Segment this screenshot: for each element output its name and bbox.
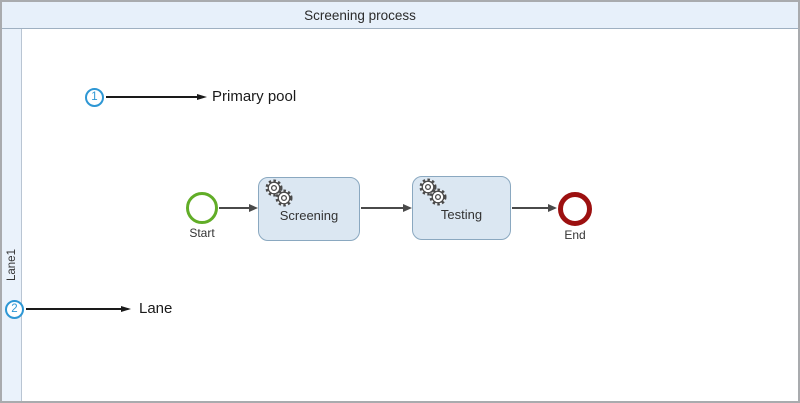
end-event[interactable] (558, 192, 592, 226)
task-screening-label: Screening (279, 208, 339, 223)
callout-2-arrow (26, 308, 122, 310)
service-task-gears-icon (419, 178, 447, 206)
callout-2-label: Lane (139, 300, 173, 317)
pool-header[interactable]: Screening process (2, 2, 798, 29)
callout-1-arrow (106, 96, 198, 98)
task-testing[interactable]: Testing (412, 176, 511, 240)
sequence-flow-1[interactable] (219, 207, 250, 209)
lane-label: Lane1 (6, 249, 18, 281)
sequence-flow-2[interactable] (361, 207, 404, 209)
callout-2-badge: 2 (5, 300, 24, 319)
service-task-gears-icon (265, 179, 293, 207)
end-event-label: End (564, 228, 586, 242)
sequence-flow-3[interactable] (512, 207, 549, 209)
task-testing-label: Testing (440, 207, 483, 222)
task-screening[interactable]: Screening (258, 177, 360, 241)
callout-1-badge: 1 (85, 88, 104, 107)
pool-title: Screening process (304, 8, 416, 23)
lane-header[interactable] (2, 29, 22, 401)
callout-1-label: Primary pool (212, 88, 297, 105)
start-event[interactable] (186, 192, 218, 224)
start-event-label: Start (189, 226, 215, 240)
